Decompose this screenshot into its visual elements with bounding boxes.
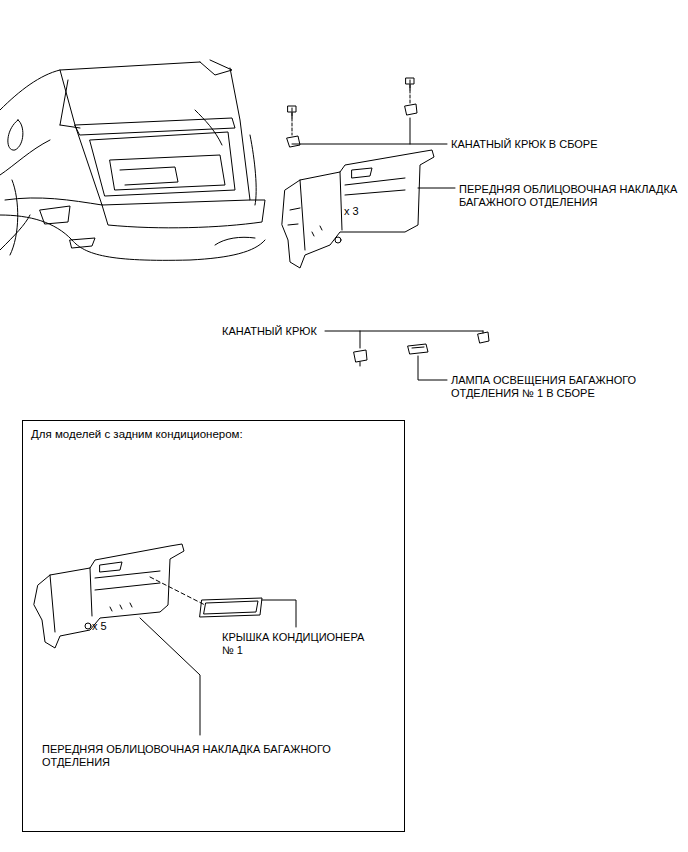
leader-line — [418, 356, 447, 380]
part-label: КРЫШКА КОНДИЦИОНЕРА № 1 — [222, 631, 372, 657]
part-label: КАНАТНЫЙ КРЮК В СБОРЕ — [451, 138, 598, 151]
part-label: ПЕРЕДНЯЯ ОБЛИЦОВОЧНАЯ НАКЛАДКА БАГАЖНОГО… — [42, 743, 342, 769]
condition-frame: Для моделей с задним кондиционером: — [22, 420, 405, 832]
leader-line — [292, 118, 447, 144]
quantity-label: x 5 — [92, 620, 107, 633]
leader-line — [262, 600, 296, 627]
rope-hook-assembly — [287, 78, 417, 147]
trim-panel-drawing — [34, 544, 205, 648]
part-label: КАНАТНЫЙ КРЮК — [222, 325, 317, 338]
trim-panel-drawing — [282, 150, 434, 268]
rope-hook-drawing — [354, 332, 489, 366]
part-label: ЛАМПА ОСВЕЩЕНИЯ БАГАЖНОГО ОТДЕЛЕНИЯ № 1 … — [451, 374, 651, 400]
leader-line — [140, 618, 200, 735]
cover-drawing — [200, 598, 262, 617]
car-drawing — [0, 60, 265, 260]
leader-line — [325, 331, 483, 348]
leader-line — [418, 188, 455, 189]
quantity-label: x 3 — [344, 205, 359, 218]
lamp-drawing — [408, 344, 428, 354]
part-label: ПЕРЕДНЯЯ ОБЛИЦОВОЧНАЯ НАКЛАДКА БАГАЖНОГО… — [459, 183, 683, 209]
condition-heading: Для моделей с задним кондиционером: — [23, 421, 404, 441]
